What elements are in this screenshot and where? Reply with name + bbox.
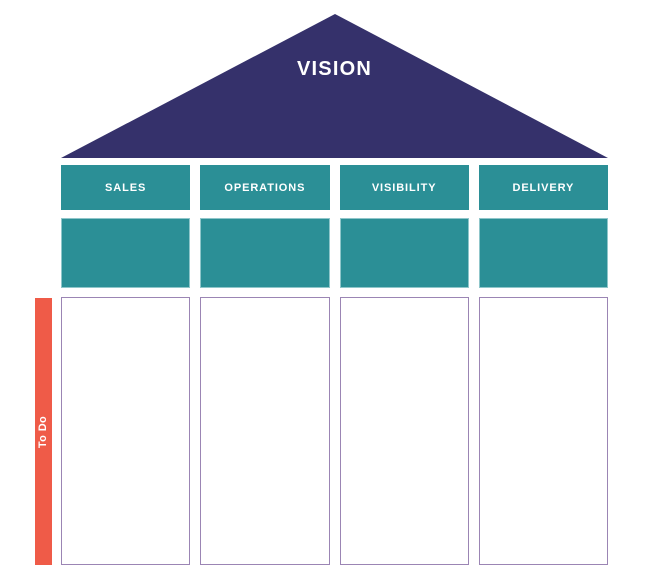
pillar-body-delivery[interactable] [478,218,608,288]
pillar-column-delivery: DELIVERY [478,165,608,565]
to-do-side-bar[interactable]: To Do [35,298,52,565]
pillar-body-sales[interactable] [61,218,191,288]
pillar-header-sales[interactable]: SALES [61,165,191,210]
to-do-label: To Do [37,415,50,448]
pillar-body-operations[interactable] [200,218,330,288]
pillar-panel-visibility[interactable] [339,297,469,565]
vision-roof[interactable]: VISION [61,14,608,158]
pillar-panel-operations[interactable] [200,297,330,565]
roof-triangle-shape [61,14,608,158]
pillar-panel-sales[interactable] [61,297,191,565]
pillar-column-sales: SALES [61,165,191,565]
pillar-columns: SALES OPERATIONS VISIBILITY DELIVERY [61,165,608,565]
pillar-header-operations[interactable]: OPERATIONS [200,165,330,210]
pillar-body-visibility[interactable] [339,218,469,288]
pillar-header-visibility[interactable]: VISIBILITY [339,165,469,210]
pillar-header-delivery[interactable]: DELIVERY [478,165,608,210]
pillar-column-operations: OPERATIONS [200,165,330,565]
pillar-column-visibility: VISIBILITY [339,165,469,565]
pillar-header-label: SALES [105,181,147,194]
pillar-header-label: VISIBILITY [371,181,437,194]
pillar-header-label: OPERATIONS [224,181,306,194]
pillar-panel-delivery[interactable] [478,297,608,565]
pillar-header-label: DELIVERY [512,181,575,194]
